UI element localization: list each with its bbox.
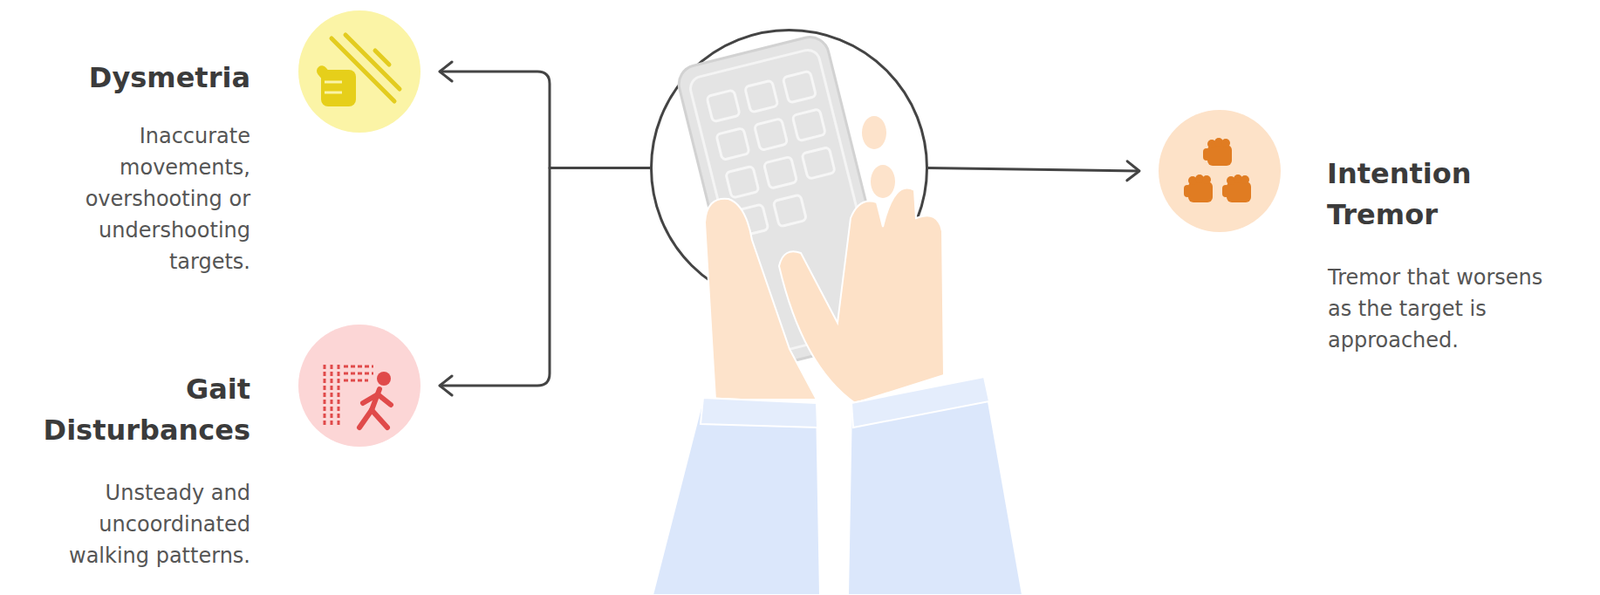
symptom-description: Unsteady and uncoordinated walking patte… bbox=[45, 477, 251, 572]
node-outline bbox=[1158, 109, 1281, 233]
dysmetria-icon bbox=[314, 34, 400, 107]
symptom-title: Gait Disturbances bbox=[6, 369, 251, 452]
node-circle bbox=[298, 10, 421, 133]
symptom-circle: Intention TremorTremor that worsens as t… bbox=[1158, 109, 1281, 233]
symptom-description: Inaccurate movements, overshooting or un… bbox=[45, 120, 251, 278]
finger-tip bbox=[861, 116, 887, 150]
finger-tip bbox=[870, 164, 896, 199]
left-sleeve bbox=[652, 397, 821, 595]
arrow-head bbox=[1127, 161, 1140, 181]
symptom-title: Intention Tremor bbox=[1326, 153, 1572, 236]
connector-arrow bbox=[439, 61, 650, 169]
right-sleeve bbox=[847, 376, 1023, 595]
arrow-head bbox=[439, 376, 452, 396]
tremor-icon bbox=[1183, 137, 1252, 203]
node-outline bbox=[298, 10, 421, 133]
right-cuff bbox=[851, 376, 990, 428]
connector-arrow bbox=[439, 168, 650, 397]
gait-icon bbox=[324, 364, 391, 428]
right-hand bbox=[779, 188, 944, 404]
symptom-description: Tremor that worsens as the target is app… bbox=[1327, 261, 1559, 356]
connector-arrow bbox=[928, 161, 1140, 181]
symptom-title: Dysmetria bbox=[6, 57, 251, 99]
node-circle bbox=[1158, 109, 1281, 233]
symptom-circle: DysmetriaInaccurate movements, overshoot… bbox=[298, 10, 421, 133]
node-circle bbox=[298, 324, 421, 447]
connector-line bbox=[928, 168, 1140, 172]
connector-line bbox=[439, 71, 650, 169]
left-cuff bbox=[700, 397, 818, 428]
connector-line bbox=[439, 168, 650, 387]
arrow-head bbox=[439, 61, 452, 82]
